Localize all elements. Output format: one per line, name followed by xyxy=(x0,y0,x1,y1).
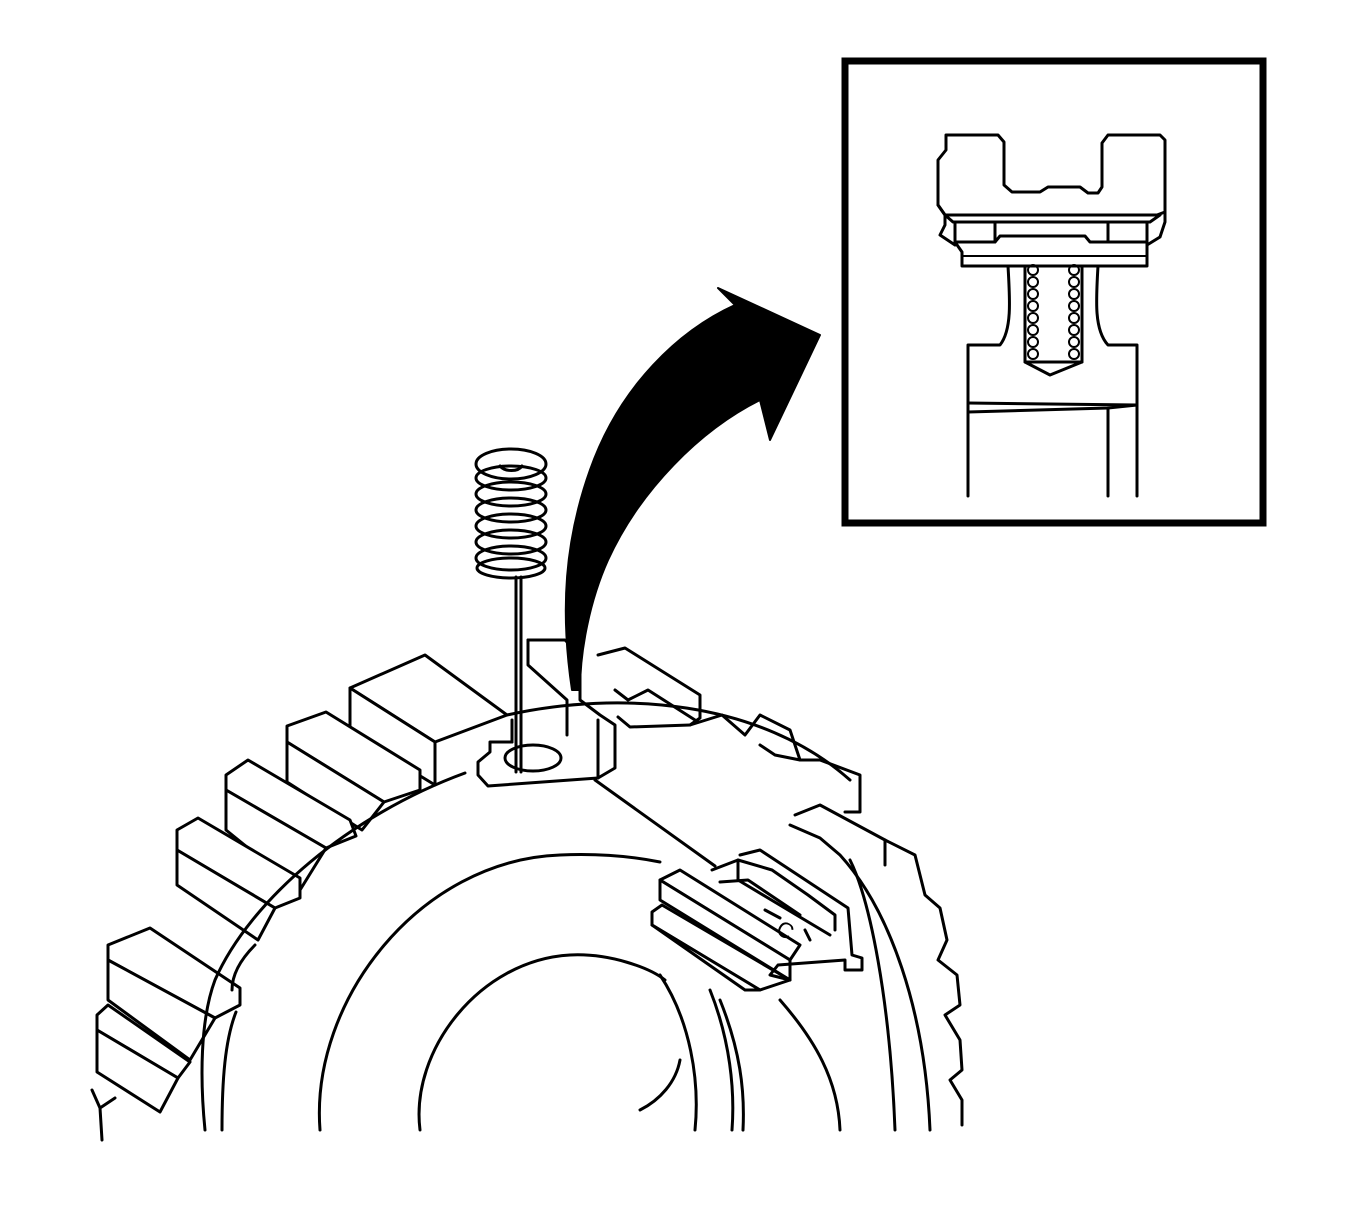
synchronizer-hub-illustration: C xyxy=(90,447,964,1142)
outer-ring-arcs xyxy=(200,701,852,1132)
curved-arrow-icon xyxy=(564,287,821,691)
key-slot xyxy=(476,638,717,868)
hub-inner-circles xyxy=(317,853,842,1132)
inset-frame xyxy=(841,57,1267,527)
inset-spring-coils xyxy=(1027,264,1080,360)
inset-key-profile xyxy=(936,133,1167,268)
coil-spring xyxy=(474,447,548,774)
inset-spring-bore xyxy=(966,264,1139,498)
synchronizer-key: C xyxy=(650,848,864,992)
detail-inset xyxy=(841,57,1267,527)
right-sleeve-teeth xyxy=(596,646,964,1132)
left-sleeve-teeth xyxy=(90,653,509,1142)
